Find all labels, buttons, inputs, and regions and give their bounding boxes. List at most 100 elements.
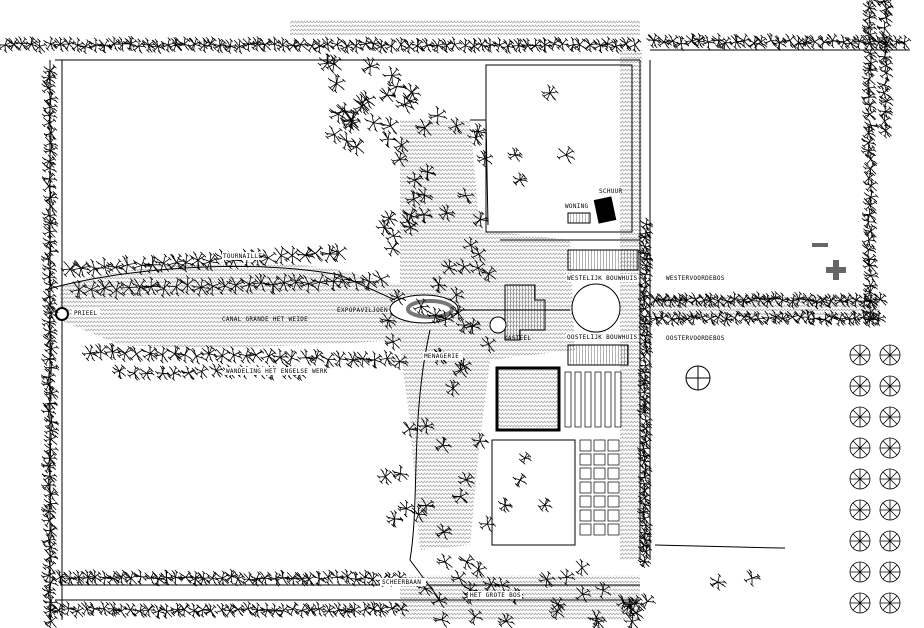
tree-symbol xyxy=(417,417,435,435)
tree-symbol xyxy=(346,272,366,292)
tree-symbol xyxy=(445,379,460,397)
tree-symbol xyxy=(43,441,59,457)
tree-symbol xyxy=(877,103,894,120)
tree-symbol xyxy=(402,207,419,224)
tree-symbol xyxy=(541,84,559,102)
tree-symbol xyxy=(639,518,653,533)
tree-symbol xyxy=(753,34,768,49)
tree-symbol xyxy=(654,310,669,325)
tree-symbol xyxy=(43,125,58,141)
tree-symbol xyxy=(836,34,851,50)
tree-symbol xyxy=(512,172,528,187)
tree-symbol xyxy=(879,561,901,583)
tree-symbol xyxy=(324,54,343,74)
tree-symbol xyxy=(167,365,182,381)
tree-symbol xyxy=(60,261,79,278)
tree-symbol xyxy=(6,37,22,52)
tree-symbol xyxy=(44,422,60,438)
tree-symbol xyxy=(401,421,419,438)
label-oostervoordebos: OOSTERVOORDEBOS xyxy=(666,335,725,342)
tree-symbol xyxy=(394,602,409,617)
tree-symbol xyxy=(565,36,582,53)
tree-symbol xyxy=(458,554,475,571)
tree-symbol xyxy=(863,268,879,283)
tree-symbol xyxy=(876,77,892,93)
tree-symbol xyxy=(140,603,157,618)
tree-symbol xyxy=(662,293,679,309)
tree-symbol xyxy=(638,350,650,364)
tree-symbol xyxy=(375,218,394,237)
tree-symbol xyxy=(43,613,58,628)
tree-symbol xyxy=(879,530,901,552)
tree-symbol xyxy=(205,570,220,586)
tree-symbol xyxy=(497,612,515,628)
tree-symbol xyxy=(41,70,57,86)
tree-symbol xyxy=(203,36,218,52)
tree-symbol xyxy=(876,20,892,36)
tree-symbol xyxy=(879,437,901,459)
tree-symbol xyxy=(863,223,878,239)
tree-symbol xyxy=(353,93,370,113)
tree-symbol xyxy=(358,90,377,109)
tree-symbol xyxy=(43,575,59,591)
tree-symbol xyxy=(878,10,893,26)
tree-symbol xyxy=(71,260,91,278)
tree-symbol xyxy=(665,34,681,49)
tree-symbol xyxy=(153,253,173,273)
tree-symbol xyxy=(209,363,224,378)
tree-symbol xyxy=(862,243,877,258)
tree-symbol xyxy=(382,65,402,86)
tree-symbol xyxy=(405,190,422,208)
tree-symbol xyxy=(200,345,218,363)
label-engelse-werk: WANDELING HET ENGELSE WERK xyxy=(226,368,328,375)
tree-symbol xyxy=(879,344,901,366)
tree-symbol xyxy=(638,491,651,505)
tree-symbol xyxy=(299,274,318,294)
tree-symbol xyxy=(271,348,289,366)
label-west-bouwhuis: WESTELIJK BOUWHUIS xyxy=(567,275,638,282)
schuur-building xyxy=(593,196,617,224)
tree-symbol xyxy=(384,333,402,351)
tree-symbol xyxy=(471,560,487,579)
garden-bed xyxy=(593,523,606,536)
tree-symbol xyxy=(389,288,407,306)
tree-symbol xyxy=(364,113,384,133)
tree-symbol xyxy=(380,210,398,227)
tree-symbol xyxy=(430,591,448,609)
tree-symbol xyxy=(372,270,391,289)
oost-bouwhuis-building xyxy=(567,344,629,366)
tree-symbol xyxy=(440,259,458,276)
tree-symbol xyxy=(862,0,877,15)
tree-symbol xyxy=(320,569,335,585)
garden-bed xyxy=(593,453,606,466)
tree-symbol xyxy=(728,33,745,50)
tree-symbol xyxy=(412,298,430,315)
tree-symbol xyxy=(747,35,762,51)
tree-symbol xyxy=(358,601,373,617)
tree-symbol xyxy=(583,37,598,53)
tree-symbol xyxy=(384,38,398,54)
tree-symbol xyxy=(40,251,56,267)
tree-symbol xyxy=(177,253,196,273)
tree-symbol xyxy=(379,312,397,329)
tree-symbol xyxy=(691,33,707,49)
tree-symbol xyxy=(43,359,60,376)
tree-symbol xyxy=(103,342,122,361)
tree-symbol xyxy=(637,449,651,463)
tree-symbol xyxy=(599,36,615,52)
tree-symbol xyxy=(817,34,832,50)
tree-symbol xyxy=(311,601,327,617)
tree-symbol xyxy=(384,601,400,616)
tree-symbol xyxy=(415,206,433,224)
tree-symbol xyxy=(222,603,237,618)
tree-symbol xyxy=(785,293,801,309)
tree-symbol xyxy=(226,346,243,364)
tree-symbol xyxy=(195,570,211,586)
tree-symbol xyxy=(637,470,651,484)
tree-symbol xyxy=(627,37,642,53)
tree-symbol xyxy=(334,101,354,121)
tree-symbol xyxy=(709,573,727,591)
tree-symbol xyxy=(365,351,384,369)
tree-symbol xyxy=(556,145,576,164)
